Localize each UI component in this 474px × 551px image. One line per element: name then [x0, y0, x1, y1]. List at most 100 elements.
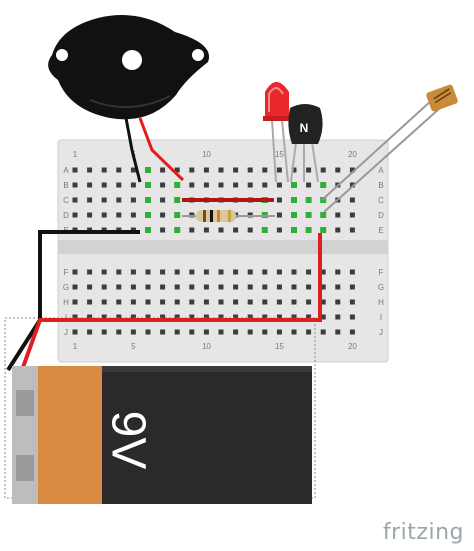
breadboard-hole	[189, 269, 195, 275]
breadboard-hole	[116, 269, 122, 275]
breadboard-hole	[218, 314, 224, 320]
breadboard-hole	[247, 299, 253, 305]
breadboard-hole	[87, 197, 93, 203]
piezo-buzzer-icon	[48, 15, 210, 120]
row-label: D	[63, 211, 69, 220]
breadboard-hole	[189, 167, 195, 173]
breadboard-hole	[72, 167, 78, 173]
breadboard-center-channel	[58, 240, 388, 254]
breadboard-hole	[203, 299, 209, 305]
breadboard-hole	[349, 314, 355, 320]
breadboard-hole	[218, 182, 224, 188]
breadboard-hole	[291, 329, 297, 335]
breadboard-hole	[276, 212, 282, 218]
buzzer-black-wire	[124, 117, 142, 183]
connected-hole	[305, 212, 312, 218]
breadboard-hole	[218, 329, 224, 335]
breadboard-hole	[160, 299, 166, 305]
connected-hole	[174, 182, 181, 188]
breadboard-hole	[101, 212, 107, 218]
breadboard-hole	[160, 212, 166, 218]
breadboard-hole	[233, 227, 239, 233]
breadboard-hole	[145, 329, 151, 335]
column-number: 10	[202, 342, 211, 351]
breadboard-hole	[233, 167, 239, 173]
breadboard-hole	[130, 329, 136, 335]
column-number: 5	[131, 342, 136, 351]
breadboard-hole	[72, 284, 78, 290]
breadboard-hole	[87, 314, 93, 320]
breadboard-hole	[72, 299, 78, 305]
row-label: J	[379, 328, 383, 337]
row-label: C	[378, 196, 384, 205]
connected-hole	[320, 212, 327, 218]
breadboard-hole	[247, 314, 253, 320]
breadboard-hole	[320, 284, 326, 290]
row-label: J	[64, 328, 68, 337]
row-label: F	[379, 268, 384, 277]
breadboard-hole	[116, 314, 122, 320]
breadboard-hole	[335, 167, 341, 173]
breadboard-hole	[320, 299, 326, 305]
red-led-icon	[263, 82, 291, 183]
connected-hole	[145, 212, 151, 218]
breadboard-hole	[101, 269, 107, 275]
breadboard-hole	[276, 284, 282, 290]
breadboard-hole	[233, 269, 239, 275]
breadboard-hole	[87, 212, 93, 218]
breadboard-hole	[72, 329, 78, 335]
breadboard-hole	[276, 197, 282, 203]
red-wire-battery	[20, 233, 322, 371]
breadboard-hole	[276, 299, 282, 305]
breadboard-hole	[160, 227, 166, 233]
breadboard-hole	[306, 329, 312, 335]
npn-transistor-icon: N	[288, 104, 323, 183]
breadboard-hole	[233, 329, 239, 335]
breadboard-hole	[349, 269, 355, 275]
breadboard-hole	[130, 299, 136, 305]
breadboard-hole	[276, 314, 282, 320]
connected-hole	[261, 227, 268, 233]
breadboard-hole	[87, 299, 93, 305]
breadboard-hole	[306, 167, 312, 173]
breadboard-hole	[262, 314, 268, 320]
breadboard-hole	[87, 284, 93, 290]
breadboard-hole	[262, 329, 268, 335]
breadboard-hole	[72, 314, 78, 320]
breadboard-hole	[349, 212, 355, 218]
row-label: I	[380, 313, 382, 322]
wires	[6, 117, 322, 372]
breadboard-hole	[189, 182, 195, 188]
resistor-icon	[182, 210, 275, 222]
column-number: 1	[73, 150, 78, 159]
breadboard-hole	[189, 227, 195, 233]
breadboard-hole	[247, 269, 253, 275]
breadboard-hole	[349, 299, 355, 305]
breadboard-hole	[130, 167, 136, 173]
row-label: B	[63, 181, 68, 190]
breadboard-hole	[247, 167, 253, 173]
breadboard-hole	[335, 299, 341, 305]
battery-label: 9V	[101, 411, 154, 470]
breadboard-hole	[233, 314, 239, 320]
breadboard-hole	[349, 197, 355, 203]
breadboard-hole	[87, 329, 93, 335]
battery-9v-icon: 9V	[12, 366, 312, 504]
row-label: E	[378, 226, 383, 235]
breadboard-hole	[116, 329, 122, 335]
breadboard-hole	[349, 329, 355, 335]
photoresistor-icon	[321, 84, 458, 213]
breadboard-hole	[203, 167, 209, 173]
breadboard-hole	[130, 284, 136, 290]
breadboard-hole	[203, 269, 209, 275]
breadboard-hole	[174, 167, 180, 173]
breadboard-hole	[145, 284, 151, 290]
breadboard-hole	[262, 269, 268, 275]
breadboard-hole	[233, 182, 239, 188]
breadboard-hole	[320, 314, 326, 320]
row-label: G	[63, 283, 69, 292]
breadboard-hole	[233, 284, 239, 290]
breadboard-hole	[203, 284, 209, 290]
breadboard-hole	[291, 269, 297, 275]
column-number: 20	[348, 342, 357, 351]
